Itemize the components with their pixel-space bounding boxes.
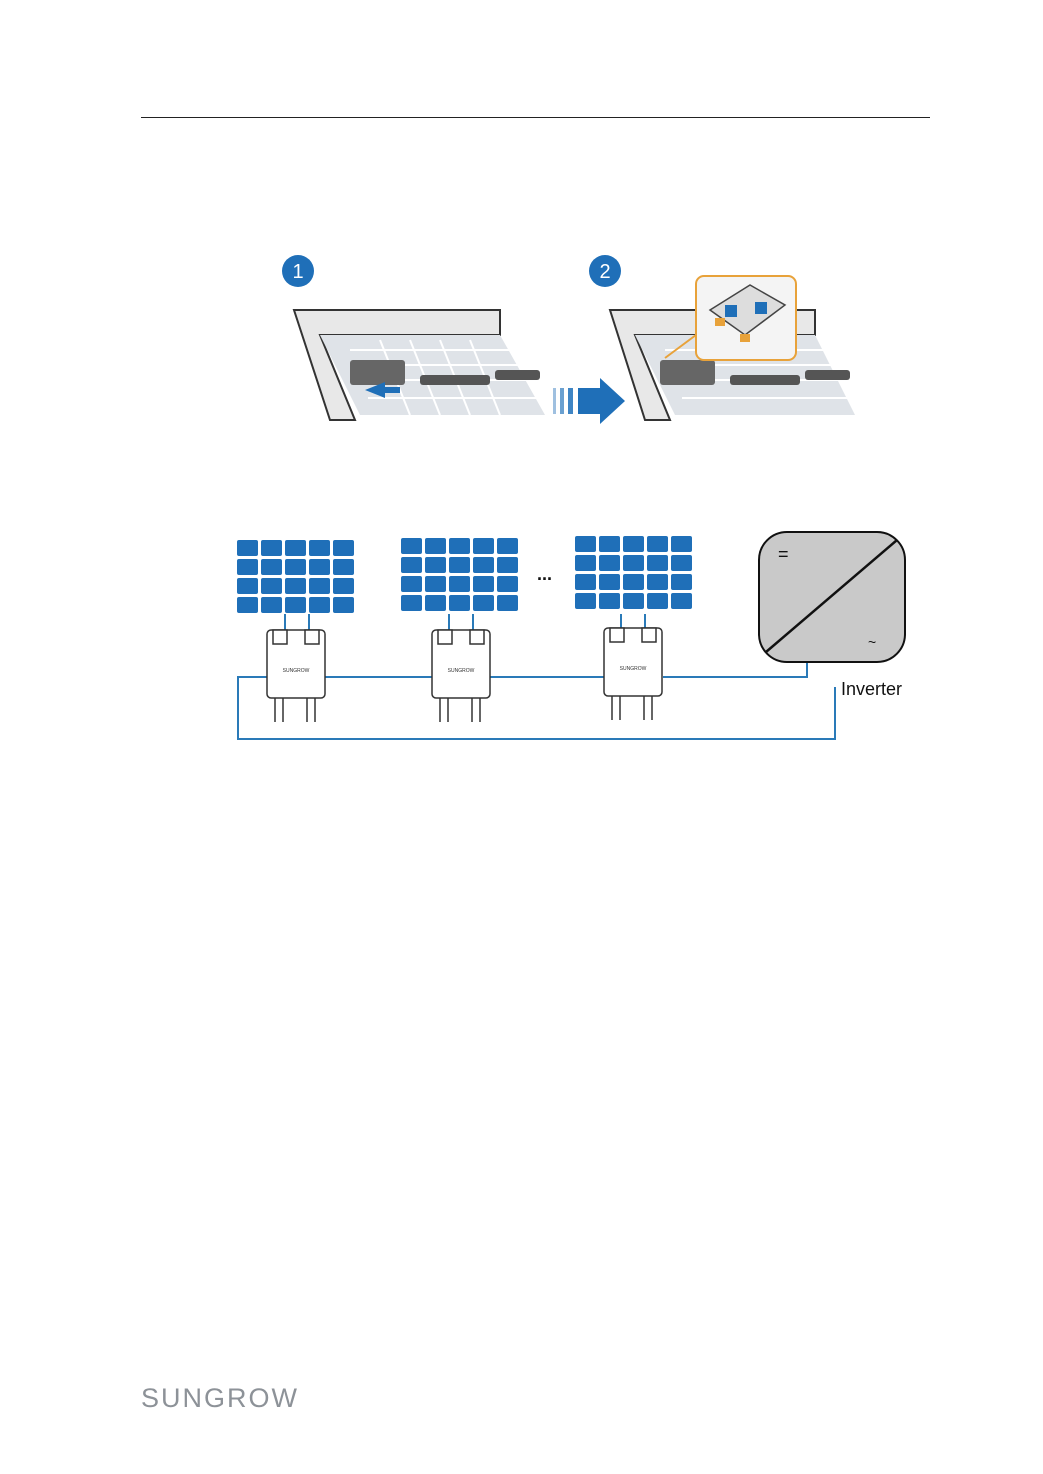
optimizer-1: SUNGROW <box>267 630 325 722</box>
sungrow-logo: SUNGROW <box>141 1383 299 1414</box>
svg-text:=: = <box>778 544 789 564</box>
step-1-badge: 1 <box>282 255 314 287</box>
solar-panel-2 <box>401 538 518 611</box>
svg-text:1: 1 <box>292 261 303 283</box>
inverter-label: Inverter <box>841 679 902 700</box>
svg-text:SUNGROW: SUNGROW <box>620 666 647 672</box>
svg-text:2: 2 <box>599 261 610 283</box>
arrow-right-icon <box>553 378 625 424</box>
solar-panel-1 <box>237 540 354 613</box>
svg-text:SUNGROW: SUNGROW <box>448 668 475 674</box>
step-2-badge: 2 <box>589 255 621 287</box>
install-steps-figure: 1 2 <box>270 250 870 430</box>
optimizer-3: SUNGROW <box>604 628 662 720</box>
solar-panel-3 <box>575 536 692 609</box>
optimizer-2: SUNGROW <box>432 630 490 722</box>
ellipsis-text: ... <box>537 564 552 584</box>
string-wires <box>238 614 835 739</box>
panel-illustration-1 <box>294 310 546 420</box>
svg-text:~: ~ <box>868 634 876 650</box>
inverter-icon: = ~ <box>759 532 905 662</box>
svg-text:SUNGROW: SUNGROW <box>283 668 310 674</box>
panel-illustration-2 <box>610 276 856 420</box>
wiring-diagram: ... SUNGROW SUNGROW SUNGROW = ~ <box>225 522 925 747</box>
header-rule <box>141 117 930 118</box>
